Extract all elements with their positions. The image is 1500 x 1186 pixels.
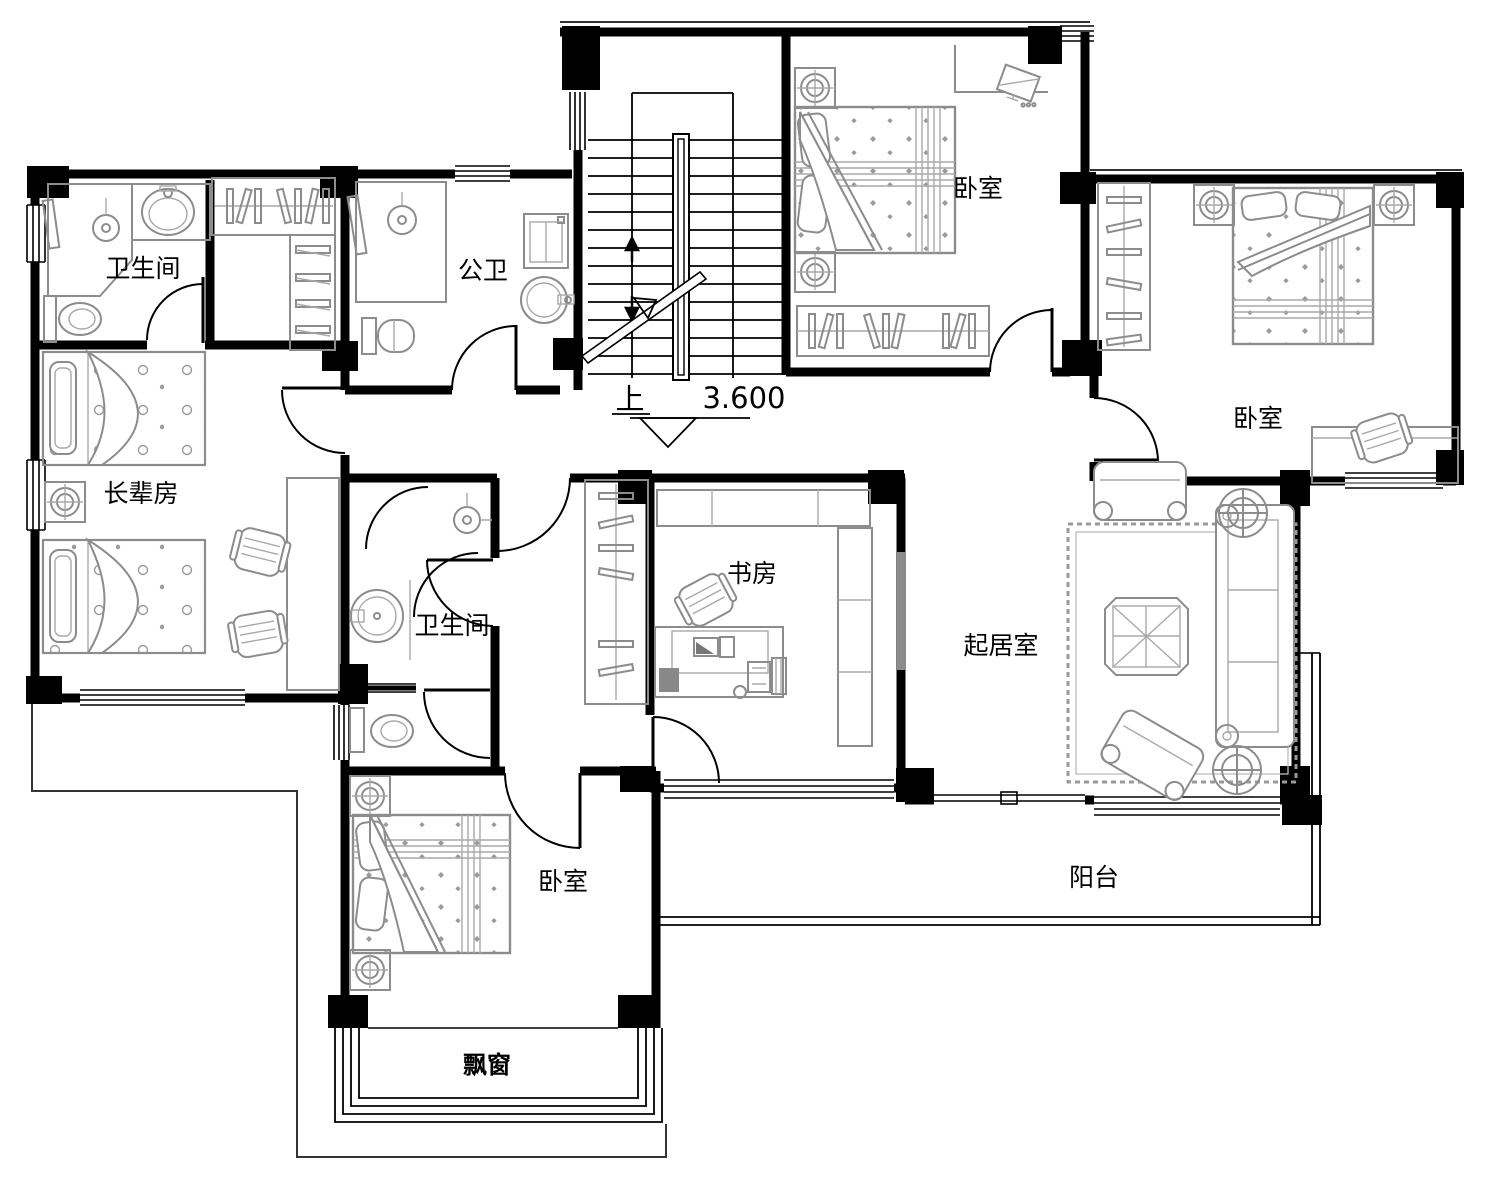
room-label-living-room: 起居室 — [963, 631, 1038, 660]
bathroom-nw-fixtures — [41, 183, 211, 343]
toilet-icon — [349, 707, 365, 753]
desk-icon — [286, 477, 340, 691]
cabinet-icon — [656, 489, 871, 527]
pc-tower-icon — [747, 661, 771, 693]
stair-down-arrow — [623, 296, 641, 321]
computer-icon — [995, 63, 1041, 108]
coffee-table-icon — [1104, 597, 1189, 676]
bathroom-mid-fixtures — [349, 493, 492, 753]
study-furniture — [584, 479, 906, 747]
toilet-icon — [43, 295, 57, 343]
room-label-study: 书房 — [727, 559, 777, 588]
shower-icon — [355, 181, 447, 303]
room-label-bay-window: 飘窗 — [463, 1051, 511, 1079]
bed-icon — [351, 813, 512, 955]
tv-icon — [897, 552, 906, 670]
armchair-icon — [1093, 461, 1187, 521]
public-bath-fixtures — [346, 181, 575, 355]
side-table-icon — [1218, 488, 1268, 538]
room-label-bedroom-ne: 卧室 — [953, 174, 1003, 203]
bed-icon — [793, 105, 957, 255]
living-room-furniture — [1066, 461, 1298, 801]
room-label-public-bath: 公卫 — [458, 256, 508, 285]
room-label-bedroom-e: 卧室 — [1233, 404, 1283, 433]
closet-icon — [584, 479, 649, 705]
folded-clothes — [295, 245, 331, 337]
room-label-bedroom-sw: 卧室 — [538, 867, 588, 896]
room-label-bathroom-nw: 卫生间 — [105, 254, 180, 283]
stair-elevation-label: 3.600 — [702, 381, 785, 415]
room-label-balcony: 阳台 — [1069, 863, 1119, 892]
sink-icon — [520, 276, 568, 324]
side-table-icon — [1212, 745, 1262, 795]
toilet-icon — [361, 317, 377, 355]
staircase — [580, 92, 782, 381]
printer-icon — [659, 668, 679, 692]
bay-window — [334, 1028, 663, 1123]
bed-icon — [41, 537, 207, 655]
elevation-marker — [612, 413, 750, 449]
stair-break-line — [580, 270, 708, 365]
stair-up-arrow — [623, 237, 641, 262]
structural-columns — [26, 26, 1464, 1028]
bed-icon — [1231, 186, 1375, 346]
room-label-elder-room: 长辈房 — [103, 479, 178, 508]
sink-counter — [131, 183, 211, 241]
bedroom-sw-furniture — [349, 775, 512, 991]
elder-room-furniture — [41, 349, 340, 691]
washer-icon — [523, 213, 569, 269]
wardrobe-icon — [1097, 182, 1151, 351]
shower-icon — [47, 183, 133, 297]
sofa-icon — [1215, 504, 1295, 748]
doors — [146, 277, 1159, 849]
bookshelf-icon — [796, 305, 990, 357]
room-label-bathroom-mid: 卫生间 — [414, 611, 489, 640]
closet-nw — [211, 177, 336, 351]
bedroom-e-furniture — [1097, 182, 1459, 484]
room-labels: 卫生间 公卫 卧室 卧室 长辈房 卫生间 书房 起居室 卧室 阳台 飘窗 — [103, 174, 1283, 1079]
bed-icon — [41, 349, 207, 467]
stair-up-label: 上 — [615, 382, 644, 416]
sink-icon — [350, 589, 404, 643]
tall-cabinet-icon — [837, 527, 873, 747]
desk-icon — [654, 626, 787, 699]
bedroom-ne-furniture — [793, 45, 1048, 357]
stair-annotation: 上 3.600 — [615, 381, 785, 416]
ground-outline — [31, 21, 1462, 1158]
windows — [26, 25, 1443, 1029]
stair-rail — [672, 133, 690, 381]
balcony-rails — [660, 653, 1321, 926]
armchair-icon — [1100, 709, 1205, 801]
